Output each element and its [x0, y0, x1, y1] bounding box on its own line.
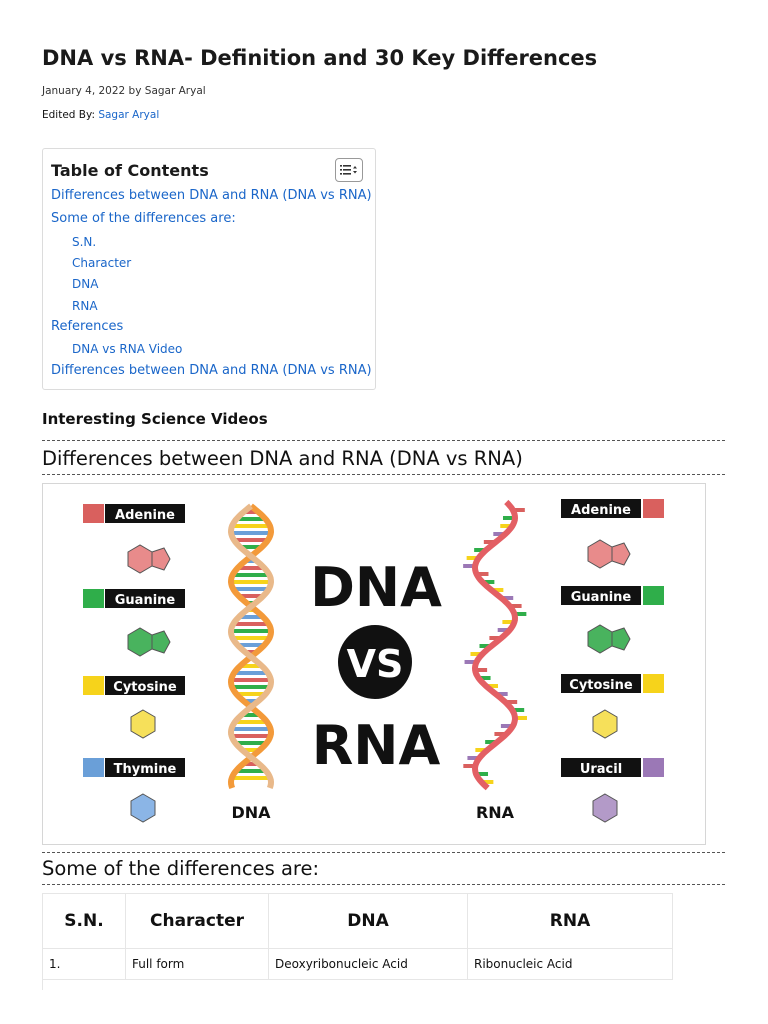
toc-link-differences[interactable]: Differences between DNA and RNA (DNA vs … — [51, 188, 372, 203]
edited-by-label: Edited By: — [42, 109, 99, 121]
right-base-adenine: Adenine — [561, 499, 664, 569]
center-title: DNA VS RNA — [310, 556, 442, 777]
toc-toggle-button[interactable] — [335, 158, 363, 182]
left-label-guanine: Guanine — [115, 593, 176, 608]
section-heading-differences: Differences between DNA and RNA (DNA vs … — [42, 447, 523, 470]
section-heading-some-differences: Some of the differences are: — [42, 857, 320, 880]
rna-strand-label: RNA — [476, 803, 515, 822]
right-base-guanine: Guanine — [561, 586, 664, 654]
left-base-cytosine: Cytosine — [83, 676, 185, 739]
center-rna-text: RNA — [312, 714, 441, 777]
vs-badge — [338, 625, 412, 699]
toc-link-sn[interactable]: S.N. — [72, 235, 97, 249]
right-base-cytosine: Cytosine — [561, 674, 664, 739]
right-label-uracil: Uracil — [580, 762, 622, 777]
table-cell: 1. — [42, 948, 126, 980]
toc-link-some-differences[interactable]: Some of the differences are: — [51, 211, 236, 226]
table-cell: Full form — [125, 948, 269, 980]
table-row: 1. Full form Deoxyribonucleic Acid Ribon… — [42, 948, 673, 980]
center-dna-text: DNA — [310, 556, 442, 619]
dna-vs-rna-figure: Adenine Guanine Cytosine Thymine DNA — [42, 483, 706, 845]
left-label-thymine: Thymine — [114, 762, 177, 777]
toc-link-character[interactable]: Character — [72, 256, 132, 270]
post-meta: January 4, 2022 by Sagar Aryal — [42, 85, 206, 97]
left-base-thymine: Thymine — [83, 758, 185, 823]
differences-table: S.N. Character DNA RNA 1. Full form Deox… — [42, 893, 673, 980]
rna-strand: RNA — [463, 499, 527, 822]
divider — [42, 852, 725, 853]
right-label-cytosine: Cytosine — [569, 678, 633, 693]
left-base-guanine: Guanine — [83, 589, 185, 657]
videos-heading: Interesting Science Videos — [42, 410, 268, 428]
right-base-uracil: Uracil — [561, 758, 664, 823]
table-header-rna: RNA — [467, 893, 673, 949]
toc-link-rna[interactable]: RNA — [72, 299, 98, 313]
edited-by: Edited By: Sagar Aryal — [42, 109, 159, 121]
table-header-dna: DNA — [268, 893, 468, 949]
left-label-adenine: Adenine — [115, 508, 175, 523]
list-toggle-icon — [340, 164, 358, 176]
divider — [42, 884, 725, 885]
toc-title: Table of Contents — [51, 161, 209, 180]
table-border-fragment — [42, 976, 44, 990]
right-label-adenine: Adenine — [571, 503, 631, 518]
table-header-character: Character — [125, 893, 269, 949]
toc-link-dna[interactable]: DNA — [72, 277, 99, 291]
dna-helix-label: DNA — [231, 803, 271, 822]
toc-link-differences-2[interactable]: Differences between DNA and RNA (DNA vs … — [51, 363, 372, 378]
table-cell: Ribonucleic Acid — [467, 948, 673, 980]
page-title: DNA vs RNA- Definition and 30 Key Differ… — [42, 46, 598, 70]
left-label-cytosine: Cytosine — [113, 680, 177, 695]
left-base-adenine: Adenine — [83, 504, 185, 574]
table-of-contents: Table of Contents Differences between DN… — [42, 148, 376, 390]
table-cell: Deoxyribonucleic Acid — [268, 948, 468, 980]
center-vs-text: VS — [347, 642, 404, 686]
table-header-sn: S.N. — [42, 893, 126, 949]
table-header-row: S.N. Character DNA RNA — [42, 893, 673, 949]
dna-helix: DNA — [227, 503, 275, 822]
editor-link[interactable]: Sagar Aryal — [98, 109, 160, 121]
divider — [42, 440, 725, 441]
toc-link-references[interactable]: References — [51, 319, 124, 334]
toc-link-video[interactable]: DNA vs RNA Video — [72, 342, 183, 356]
right-label-guanine: Guanine — [571, 590, 632, 605]
divider — [42, 474, 725, 475]
